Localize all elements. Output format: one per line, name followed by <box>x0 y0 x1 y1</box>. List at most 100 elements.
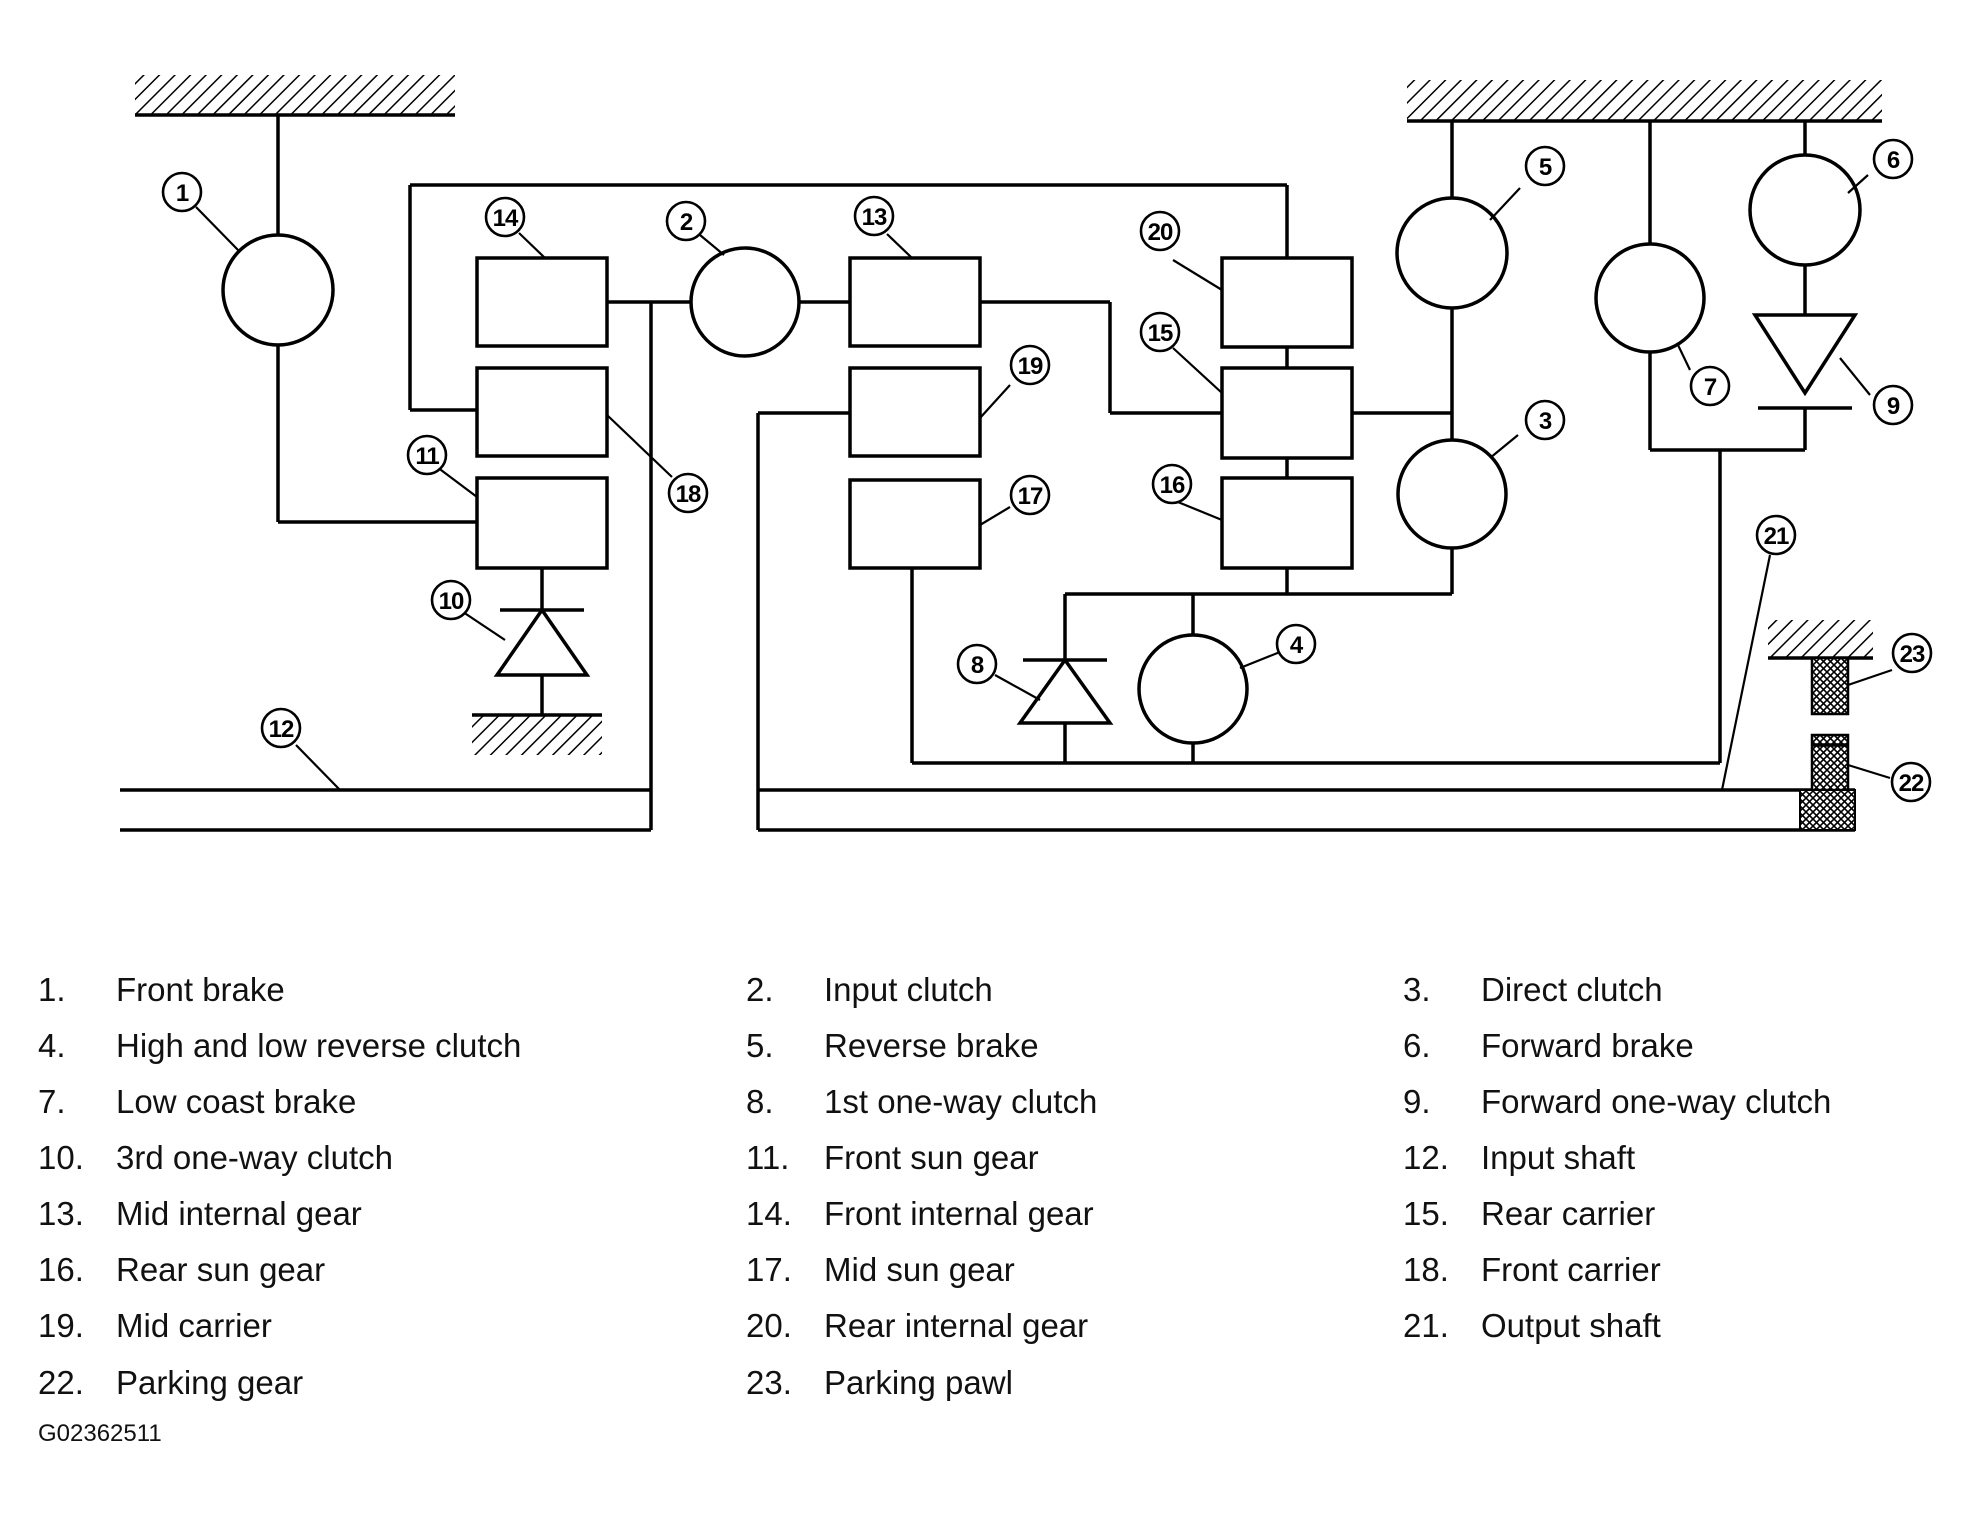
legend-number: 23. <box>746 1364 792 1401</box>
legend-label: Front internal gear <box>824 1195 1094 1232</box>
callout-23: 23 <box>1891 632 1933 674</box>
front-sun-gear <box>475 476 609 570</box>
forward-brake <box>1748 153 1862 267</box>
callout-label: 15 <box>1148 320 1173 347</box>
callout-label: 9 <box>1887 393 1900 420</box>
parking-pawl <box>1810 656 1850 716</box>
legend-number: 7. <box>38 1083 66 1120</box>
housing-ground-parking <box>1768 620 1873 660</box>
legend-number: 5. <box>746 1027 774 1064</box>
legend-label: Output shaft <box>1481 1307 1661 1344</box>
callout-6: 6 <box>1872 138 1914 180</box>
callout-15: 15 <box>1139 311 1181 353</box>
input-clutch <box>689 246 801 358</box>
legend-number: 14. <box>746 1195 792 1232</box>
callout-4: 4 <box>1275 623 1317 665</box>
callout-5: 5 <box>1524 145 1566 187</box>
callout-label: 23 <box>1900 641 1925 668</box>
one-way-clutch-3rd <box>493 606 591 677</box>
legend-label: Reverse brake <box>824 1027 1039 1064</box>
callout-label: 19 <box>1018 353 1043 380</box>
legend-number: 12. <box>1403 1139 1449 1176</box>
mid-carrier <box>848 366 982 458</box>
rear-sun-gear <box>1220 476 1354 570</box>
legend-number: 6. <box>1403 1027 1431 1064</box>
legend-number: 3. <box>1403 971 1431 1008</box>
callout-label: 21 <box>1764 523 1789 550</box>
callout-label: 22 <box>1899 770 1924 797</box>
legend-number: 22. <box>38 1364 84 1401</box>
housing-ground-one-way-10 <box>472 713 602 755</box>
high-and-low-reverse-clutch <box>1137 633 1249 745</box>
legend-label: Direct clutch <box>1481 971 1663 1008</box>
front-internal-gear <box>475 256 609 348</box>
callout-label: 10 <box>439 588 464 615</box>
callout-label: 5 <box>1539 154 1552 181</box>
callout-16: 16 <box>1151 463 1193 505</box>
callout-19: 19 <box>1009 344 1051 386</box>
callout-label: 13 <box>862 204 887 231</box>
callout-label: 12 <box>269 716 294 743</box>
legend-label: Mid carrier <box>116 1307 272 1344</box>
legend-label: High and low reverse clutch <box>116 1027 522 1064</box>
legend-label: Parking pawl <box>824 1364 1013 1401</box>
legend-label: Low coast brake <box>116 1083 357 1120</box>
callout-17: 17 <box>1009 474 1051 516</box>
mid-sun-gear <box>848 478 982 570</box>
legend-number: 16. <box>38 1251 84 1288</box>
callout-22: 22 <box>1890 761 1932 803</box>
housing-ground-right <box>1407 80 1882 123</box>
legend-label: Front carrier <box>1481 1251 1661 1288</box>
callout-label: 7 <box>1704 374 1717 401</box>
callout-20: 20 <box>1139 210 1181 252</box>
mid-internal-gear <box>848 256 982 348</box>
rear-internal-gear <box>1220 256 1354 349</box>
rear-carrier <box>1220 366 1354 460</box>
legend-label: Rear carrier <box>1481 1195 1656 1232</box>
callout-1: 1 <box>161 171 203 213</box>
one-way-clutch-1st <box>1016 656 1114 725</box>
callout-label: 17 <box>1018 483 1043 510</box>
parking-gear <box>1799 789 1856 831</box>
figure-id: G02362511 <box>38 1420 162 1447</box>
legend-number: 10. <box>38 1139 84 1176</box>
callout-label: 3 <box>1539 408 1552 435</box>
callout-label: 14 <box>493 205 519 232</box>
legend-number: 19. <box>38 1307 84 1344</box>
legend-number: 18. <box>1403 1251 1449 1288</box>
callout-10: 10 <box>430 579 472 621</box>
one-way-clutch-forward <box>1751 313 1859 410</box>
legend-label: Forward one-way clutch <box>1481 1083 1832 1120</box>
callout-2: 2 <box>665 200 707 242</box>
legend-number: 11. <box>746 1139 790 1176</box>
legend-label: Front brake <box>116 971 285 1008</box>
callout-label: 1 <box>176 180 189 207</box>
callout-label: 11 <box>415 443 439 470</box>
callout-9: 9 <box>1872 384 1914 426</box>
legend-label: Rear sun gear <box>116 1251 326 1288</box>
legend-number: 9. <box>1403 1083 1431 1120</box>
callout-14: 14 <box>484 196 526 238</box>
legend-label: 3rd one-way clutch <box>116 1139 393 1176</box>
callout-label: 2 <box>680 209 693 236</box>
callout-12: 12 <box>260 707 302 749</box>
callout-label: 6 <box>1887 147 1900 174</box>
legend-label: Input clutch <box>824 971 993 1008</box>
reverse-brake <box>1395 196 1509 310</box>
direct-clutch <box>1396 438 1508 550</box>
legend-number: 13. <box>38 1195 84 1232</box>
front-carrier <box>475 366 609 458</box>
callout-label: 16 <box>1160 472 1185 499</box>
callout-18: 18 <box>667 472 709 514</box>
housing-ground-left <box>135 75 455 117</box>
legend-number: 15. <box>1403 1195 1449 1232</box>
legend-number: 20. <box>746 1307 792 1344</box>
legend-label: Mid sun gear <box>824 1251 1015 1288</box>
callout-label: 8 <box>971 652 984 679</box>
callout-13: 13 <box>853 195 895 237</box>
legend-label: Mid internal gear <box>116 1195 362 1232</box>
callout-label: 20 <box>1148 219 1173 246</box>
callout-label: 4 <box>1290 632 1304 659</box>
legend-number: 4. <box>38 1027 66 1064</box>
leader-lines <box>195 174 1893 791</box>
